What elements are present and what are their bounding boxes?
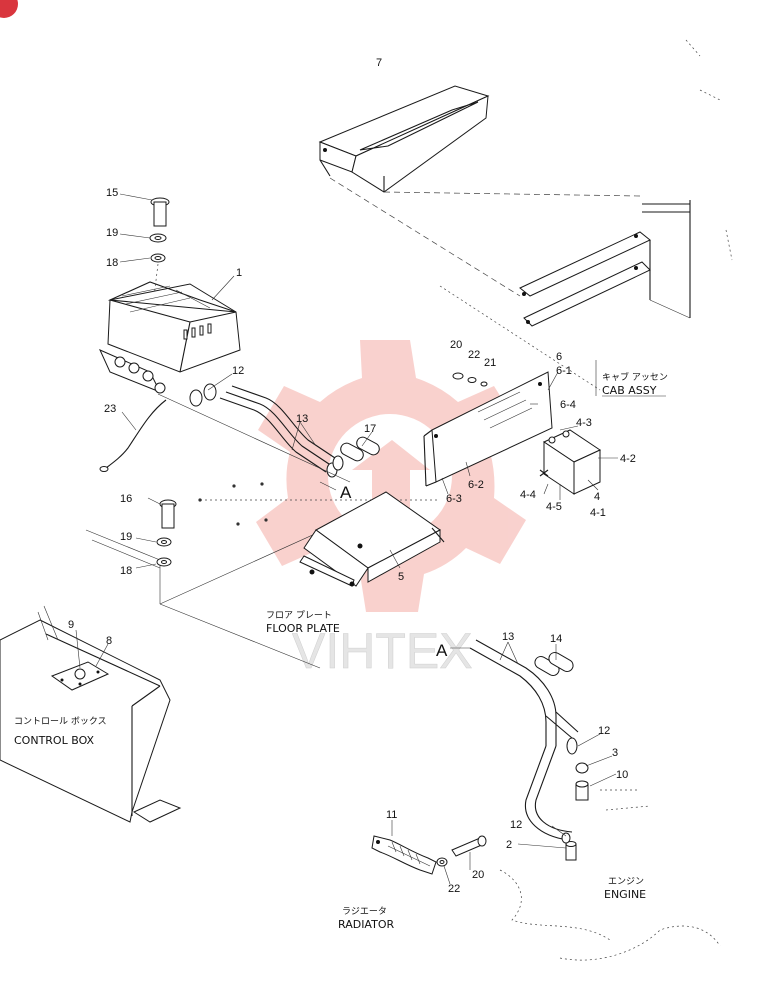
callout-6: 6 bbox=[556, 351, 562, 363]
bracket-plate-6 bbox=[423, 371, 553, 487]
callout-4: 4 bbox=[594, 491, 600, 503]
callout-15: 15 bbox=[106, 187, 118, 199]
callout-3: 3 bbox=[612, 747, 618, 759]
leader-lines bbox=[75, 193, 618, 885]
cover-14-pair bbox=[534, 652, 574, 676]
callout-19-upper: 19 bbox=[106, 227, 118, 239]
ref-a-lower: A bbox=[436, 641, 448, 660]
callout-23: 23 bbox=[104, 403, 116, 415]
callout-13-upper: 13 bbox=[296, 413, 308, 425]
callout-4-3: 4-3 bbox=[576, 417, 592, 429]
callout-6-1: 6-1 bbox=[556, 365, 572, 377]
callout-12-lower: 12 bbox=[598, 725, 610, 737]
callout-16: 16 bbox=[120, 493, 132, 505]
engine-label-jp: エンジン bbox=[608, 877, 644, 887]
callout-4-5: 4-5 bbox=[546, 501, 562, 513]
radiator-label-en: RADIATOR bbox=[338, 918, 394, 931]
cab-assy-caption: キャブ アッセン CAB ASSY bbox=[595, 360, 668, 397]
callout-1: 1 bbox=[236, 267, 242, 279]
callout-14: 14 bbox=[550, 633, 562, 645]
callout-6-2: 6-2 bbox=[468, 479, 484, 491]
cab-roof-part bbox=[318, 85, 490, 193]
control-box-label-en: CONTROL BOX bbox=[14, 734, 95, 747]
callout-6-4: 6-4 bbox=[560, 399, 576, 411]
callout-20-lower: 20 bbox=[472, 869, 484, 881]
watermark-gear-icon bbox=[256, 340, 526, 612]
floor-plate-outline bbox=[85, 482, 440, 669]
callout-7: 7 bbox=[376, 57, 382, 69]
callout-19-lower: 19 bbox=[120, 531, 132, 543]
callout-4-4: 4-4 bbox=[520, 489, 536, 501]
corner-badge-icon bbox=[0, 0, 18, 18]
engine-outline bbox=[499, 789, 721, 961]
callout-4-2: 4-2 bbox=[620, 453, 636, 465]
callout-11: 11 bbox=[386, 809, 397, 821]
bolt-16-part bbox=[156, 499, 177, 567]
relay-4-part bbox=[539, 429, 602, 495]
screws-20-22-21 bbox=[452, 372, 488, 387]
callout-6-3: 6-3 bbox=[446, 493, 462, 505]
callout-2: 2 bbox=[506, 839, 512, 851]
cab-frame-outline bbox=[329, 39, 733, 391]
tube-13-upper bbox=[157, 385, 351, 483]
callout-18-upper: 18 bbox=[106, 257, 118, 269]
callout-20-upper: 20 bbox=[450, 339, 462, 351]
wire-23-part bbox=[105, 399, 167, 469]
callout-21: 21 bbox=[484, 357, 496, 369]
callout-5: 5 bbox=[398, 571, 404, 583]
fitting-12-pair bbox=[189, 383, 217, 407]
cab-assy-label-en: CAB ASSY bbox=[602, 384, 657, 397]
floor-plate-label-jp: フロア プレート bbox=[266, 610, 332, 621]
fittings-3-10-2 bbox=[561, 762, 589, 861]
tube-13-lower bbox=[469, 639, 579, 841]
bolt-15-part bbox=[149, 197, 170, 331]
callout-8: 8 bbox=[106, 635, 112, 647]
callout-9: 9 bbox=[68, 619, 74, 631]
callout-17: 17 bbox=[364, 423, 376, 435]
callout-12-bottom: 12 bbox=[510, 819, 522, 831]
control-box-part bbox=[0, 605, 182, 823]
radiator-bracket-11 bbox=[371, 835, 437, 875]
cab-assy-label-jp: キャブ アッセン bbox=[602, 371, 668, 383]
callout-22-lower: 22 bbox=[448, 883, 460, 895]
engine-label-en: ENGINE bbox=[604, 888, 646, 901]
callout-10: 10 bbox=[616, 769, 628, 781]
callout-18-lower: 18 bbox=[120, 565, 132, 577]
callout-4-1: 4-1 bbox=[590, 507, 606, 519]
callout-12-upper: 12 bbox=[232, 365, 244, 377]
bracket-5-part bbox=[299, 491, 445, 587]
callout-13-lower: 13 bbox=[502, 631, 514, 643]
ref-a-upper: A bbox=[340, 483, 352, 502]
floor-plate-label-en: FLOOR PLATE bbox=[266, 622, 340, 635]
bolt-20-part bbox=[436, 835, 487, 867]
radiator-label-jp: ラジエータ bbox=[342, 906, 387, 917]
cover-17-pair bbox=[340, 436, 380, 462]
callout-22-upper: 22 bbox=[468, 349, 480, 361]
control-box-label-jp: コントロール ボックス bbox=[14, 716, 107, 727]
watermark-text: VIHTEX bbox=[292, 623, 473, 679]
control-unit-1 bbox=[99, 281, 241, 394]
